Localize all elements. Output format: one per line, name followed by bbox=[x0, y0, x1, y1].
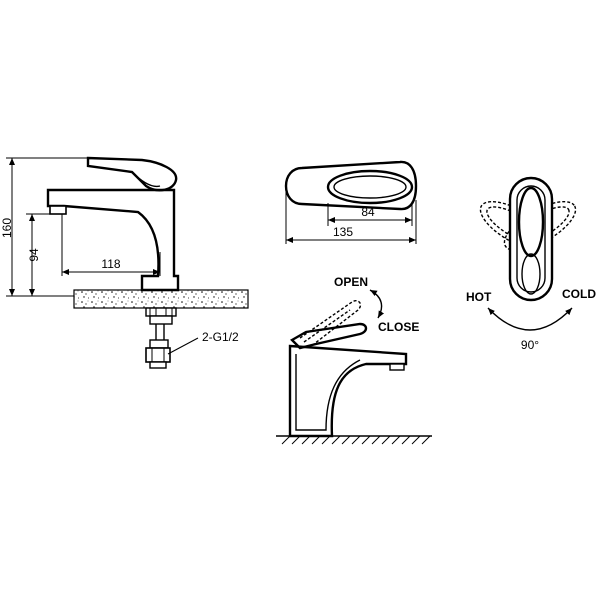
top-view-outline bbox=[284, 160, 418, 211]
hot-label: HOT bbox=[466, 290, 492, 304]
rotation-angle-label: 90° bbox=[521, 338, 539, 352]
side-view-aerator bbox=[389, 363, 405, 371]
side-elevation-view: 160 94 118 2-G1/2 bbox=[0, 156, 249, 369]
handle-center-position bbox=[517, 186, 545, 258]
side-view-handle-open bbox=[299, 300, 362, 345]
total-height-label: 160 bbox=[0, 218, 14, 238]
cold-label: COLD bbox=[562, 287, 596, 301]
mounting-shank bbox=[145, 307, 177, 340]
handle-lever bbox=[86, 156, 178, 192]
countertop bbox=[73, 289, 249, 309]
faucet-body bbox=[46, 188, 180, 292]
handle-length-label: 84 bbox=[361, 205, 375, 219]
side-view-body bbox=[288, 344, 408, 438]
floor-hatching bbox=[281, 435, 431, 445]
open-label: OPEN bbox=[334, 275, 368, 289]
spout-aerator bbox=[49, 205, 67, 215]
supply-hose-fitting bbox=[145, 339, 171, 369]
top-length-label: 135 bbox=[333, 225, 353, 239]
connection-thread-label: 2-G1/2 bbox=[202, 330, 239, 344]
rotation-arc-arrow bbox=[487, 307, 573, 331]
close-label: CLOSE bbox=[378, 320, 419, 334]
spout-reach-label: 118 bbox=[101, 257, 120, 271]
spout-height-label: 94 bbox=[27, 248, 41, 262]
side-view-handle-closed bbox=[290, 322, 368, 350]
top-view-handle bbox=[326, 169, 414, 205]
open-close-operation-view: OPEN CLOSE bbox=[276, 275, 432, 445]
top-plan-view: 84 135 bbox=[284, 160, 418, 244]
temperature-rotation-view: HOT COLD 90° bbox=[466, 176, 596, 352]
open-close-arrow bbox=[369, 289, 385, 319]
